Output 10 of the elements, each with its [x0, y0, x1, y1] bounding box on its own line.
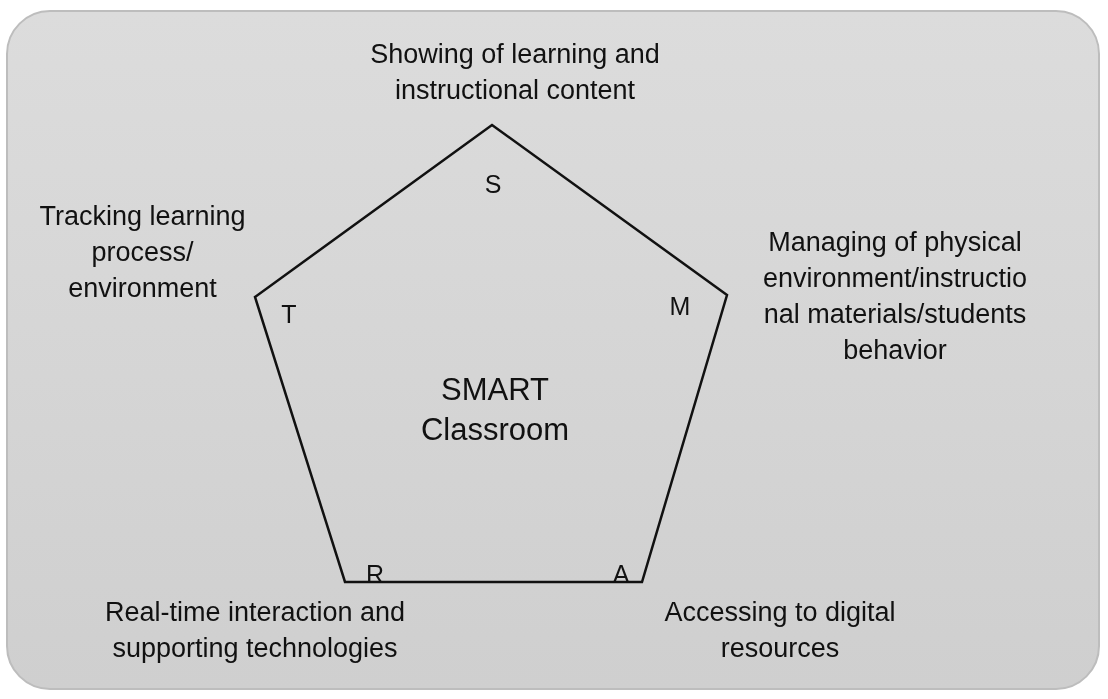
vertex-letter: M: [668, 291, 692, 322]
center-title: SMART Classroom: [419, 371, 571, 449]
vertex-caption: Accessing to digital resources: [663, 596, 897, 665]
pentagon-shape: [255, 125, 727, 582]
vertex-letter: S: [483, 169, 503, 200]
vertex-letter: T: [280, 299, 298, 330]
vertex-caption: Tracking learning process/ environment: [38, 200, 247, 305]
vertex-caption: Managing of physical environment/instructio nal materials/students behavior: [761, 226, 1029, 367]
vertex-caption: Real-time interaction and supporting technologies: [103, 596, 407, 665]
vertex-caption: Showing of learning and instructional content: [369, 38, 661, 107]
